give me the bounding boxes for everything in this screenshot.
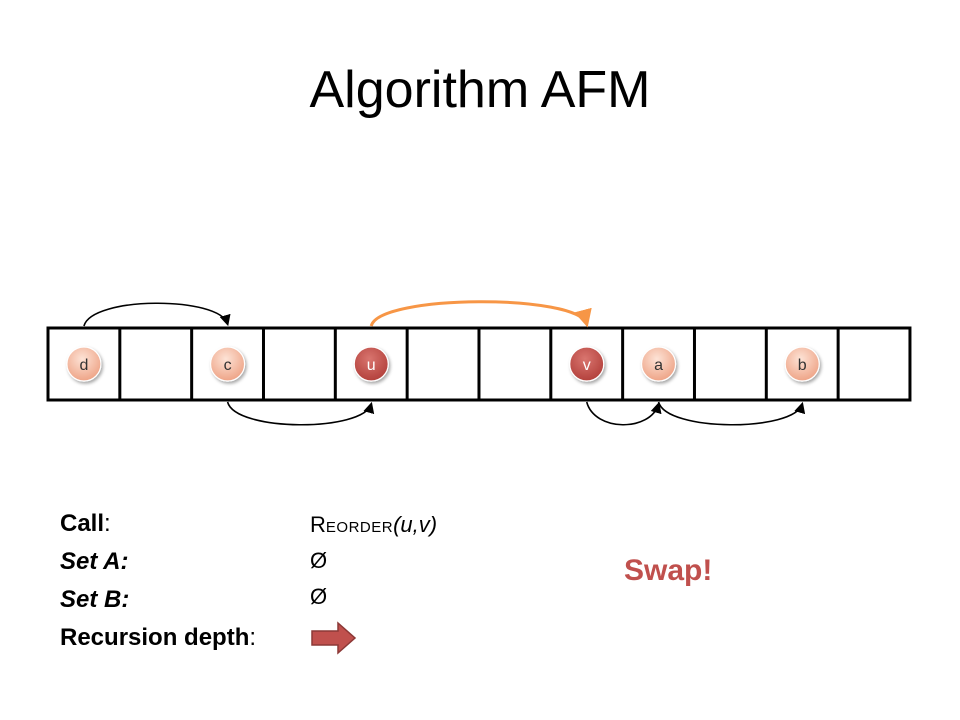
node-label: c	[224, 357, 232, 374]
node-b: b	[784, 346, 820, 382]
edge-c-u	[226, 401, 375, 426]
node-circle	[209, 346, 246, 382]
edge-u-v	[369, 300, 592, 328]
node-circle	[640, 346, 677, 382]
set-a-label: Set A:	[60, 548, 129, 575]
node-circle	[784, 346, 820, 382]
node-a: a	[640, 346, 677, 382]
node-d: d	[66, 346, 102, 382]
node-label: v	[583, 357, 591, 374]
set-b-value: Ø	[310, 584, 328, 609]
page-title: Algorithm AFM	[309, 61, 651, 119]
node-circle	[569, 346, 605, 382]
call-label: Call:	[60, 510, 111, 537]
node-v: v	[569, 346, 605, 382]
node-label: d	[79, 357, 88, 374]
node-u: u	[353, 346, 389, 382]
node-label: a	[654, 357, 663, 374]
edge-a-b	[657, 401, 806, 426]
node-circle	[353, 346, 389, 382]
node-label: u	[367, 357, 376, 374]
recursion-depth-label: Recursion depth:	[60, 624, 257, 651]
edge-d-c	[83, 302, 231, 327]
set-a-value: Ø	[310, 548, 328, 573]
node-label: b	[798, 357, 807, 374]
set-b-label: Set B:	[60, 586, 130, 613]
node-circle	[66, 346, 102, 382]
node-c: c	[209, 346, 246, 382]
right-arrow-icon	[311, 621, 357, 655]
call-args: (u,v)	[393, 512, 438, 537]
call-value: REORDER(u,v)	[310, 512, 438, 537]
edge-v-a	[585, 401, 662, 426]
swap-label: Swap!	[624, 554, 713, 587]
